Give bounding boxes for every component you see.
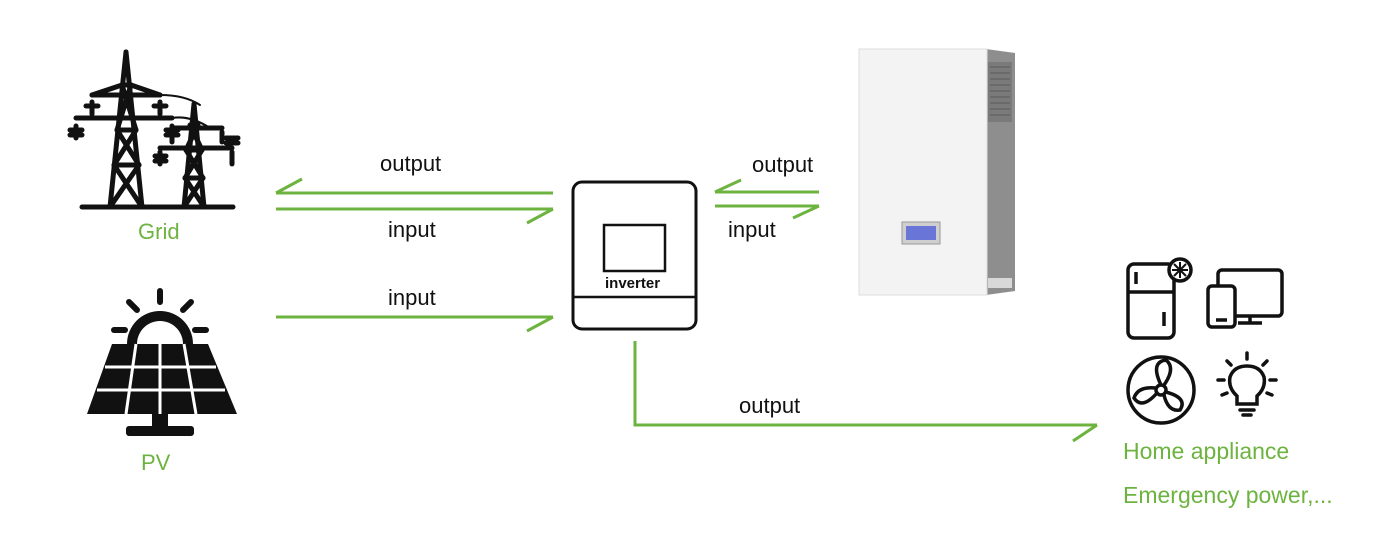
grid-input-label: input [388,217,436,242]
inverter-label: inverter [605,275,661,292]
flow-lines [275,177,1098,443]
emergency-power-label: Emergency power,... [1123,482,1333,508]
battery-input-arrow [715,204,820,220]
pv-label: PV [141,450,171,475]
wall-battery-icon [858,48,1015,296]
home-appliance-label: Home appliance [1123,438,1290,464]
grid-output-label: output [380,151,442,176]
solar-panel-icon [87,288,237,436]
battery-output-arrow [714,178,819,194]
fridge-icon [1126,257,1193,340]
pv-input-arrow [276,315,554,333]
battery-input-label: input [728,217,776,242]
lightbulb-icon [1216,351,1278,417]
battery-output-label: output [752,152,814,177]
pv-input-label: input [388,285,436,310]
grid-output-arrow [275,177,553,195]
inverter-box-icon [571,180,698,331]
fan-icon [1126,355,1196,425]
monitor-phone-icon [1206,268,1284,329]
home-output-label: output [739,393,801,418]
grid-label: Grid [138,219,180,244]
power-tower-icon [67,49,241,210]
home-output-arrow [633,341,1098,443]
grid-input-arrow [276,207,554,225]
